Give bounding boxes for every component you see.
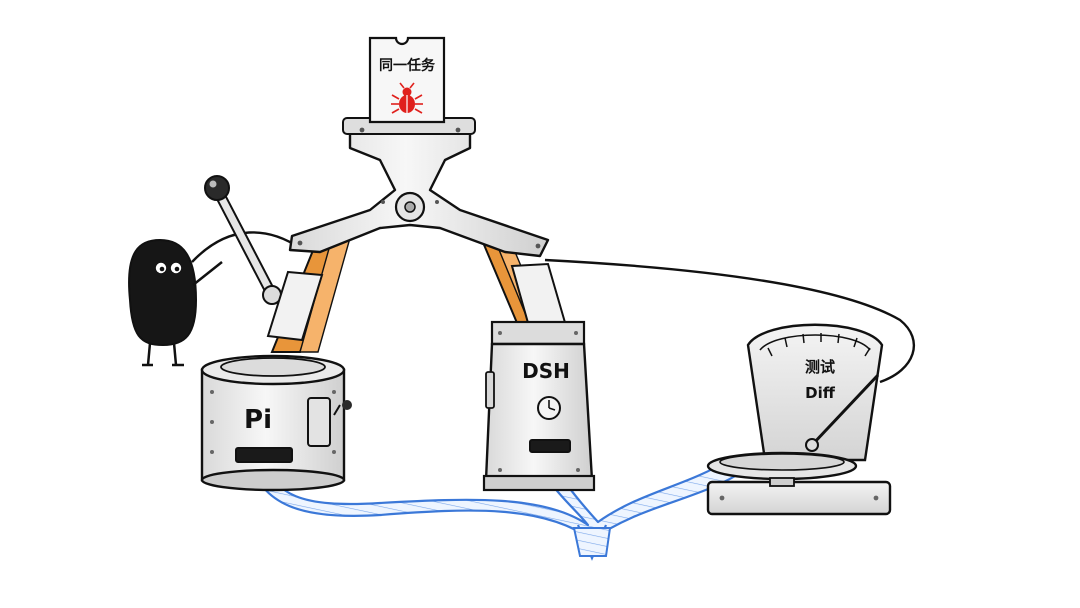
blob-character-icon (128, 238, 223, 367)
dsh-label: DSH (522, 359, 570, 383)
task-card: 同一任务 (368, 36, 446, 124)
task-card-label: 同一任务 (379, 57, 436, 74)
splitter-hub (288, 117, 550, 258)
cable (544, 258, 916, 384)
scale-needle (810, 373, 880, 447)
scale-label-line1: 测试 (805, 358, 835, 376)
left-arm (266, 237, 351, 353)
dsh-machine: DSH (482, 320, 596, 492)
bug-icon (391, 82, 423, 114)
pi-label: Pi (244, 405, 272, 435)
pi-machine: Pi (200, 354, 352, 492)
right-arm (480, 239, 568, 332)
lever[interactable] (204, 175, 282, 305)
data-ribbon (246, 450, 747, 561)
scale-label-line2: Diff (805, 384, 836, 402)
clock-icon (537, 396, 561, 420)
diff-scale: 测试 Diff (706, 323, 892, 516)
cable (191, 231, 301, 263)
